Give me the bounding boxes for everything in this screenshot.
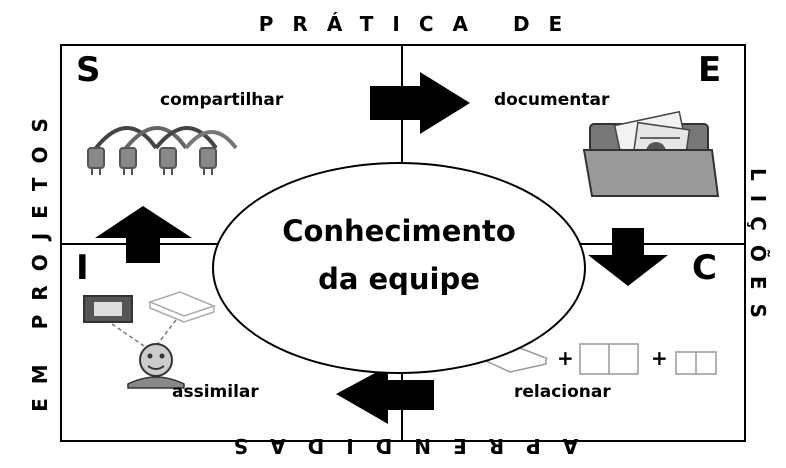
- center-title-line1: Conhecimento: [282, 214, 516, 248]
- center-title-line2: da equipe: [318, 262, 480, 296]
- arrow-left-icon: [336, 366, 434, 424]
- top-border-text: PRÁTICA DE: [258, 12, 582, 36]
- center-title: Conhecimento da equipe: [212, 207, 586, 303]
- arrow-up-icon: [95, 206, 192, 263]
- quadrant-letter-e: E: [698, 50, 722, 90]
- arrow-right-icon: [370, 72, 470, 134]
- quadrant-letter-i: I: [76, 248, 89, 288]
- quadrant-letter-s: S: [76, 50, 101, 90]
- plus-sign-1: +: [557, 346, 574, 370]
- label-relacionar: relacionar: [514, 382, 611, 402]
- quadrant-letter-c: C: [692, 248, 717, 288]
- folder-documents-icon: [582, 110, 720, 197]
- plus-sign-2: +: [651, 346, 668, 370]
- plugs-network-icon: [87, 126, 238, 175]
- center-circle: [212, 162, 586, 374]
- person-learning-icon: [83, 291, 217, 389]
- label-assimilar: assimilar: [172, 382, 259, 402]
- label-compartilhar: compartilhar: [160, 90, 284, 110]
- label-documentar: documentar: [494, 90, 610, 110]
- arrow-down-icon: [588, 228, 668, 286]
